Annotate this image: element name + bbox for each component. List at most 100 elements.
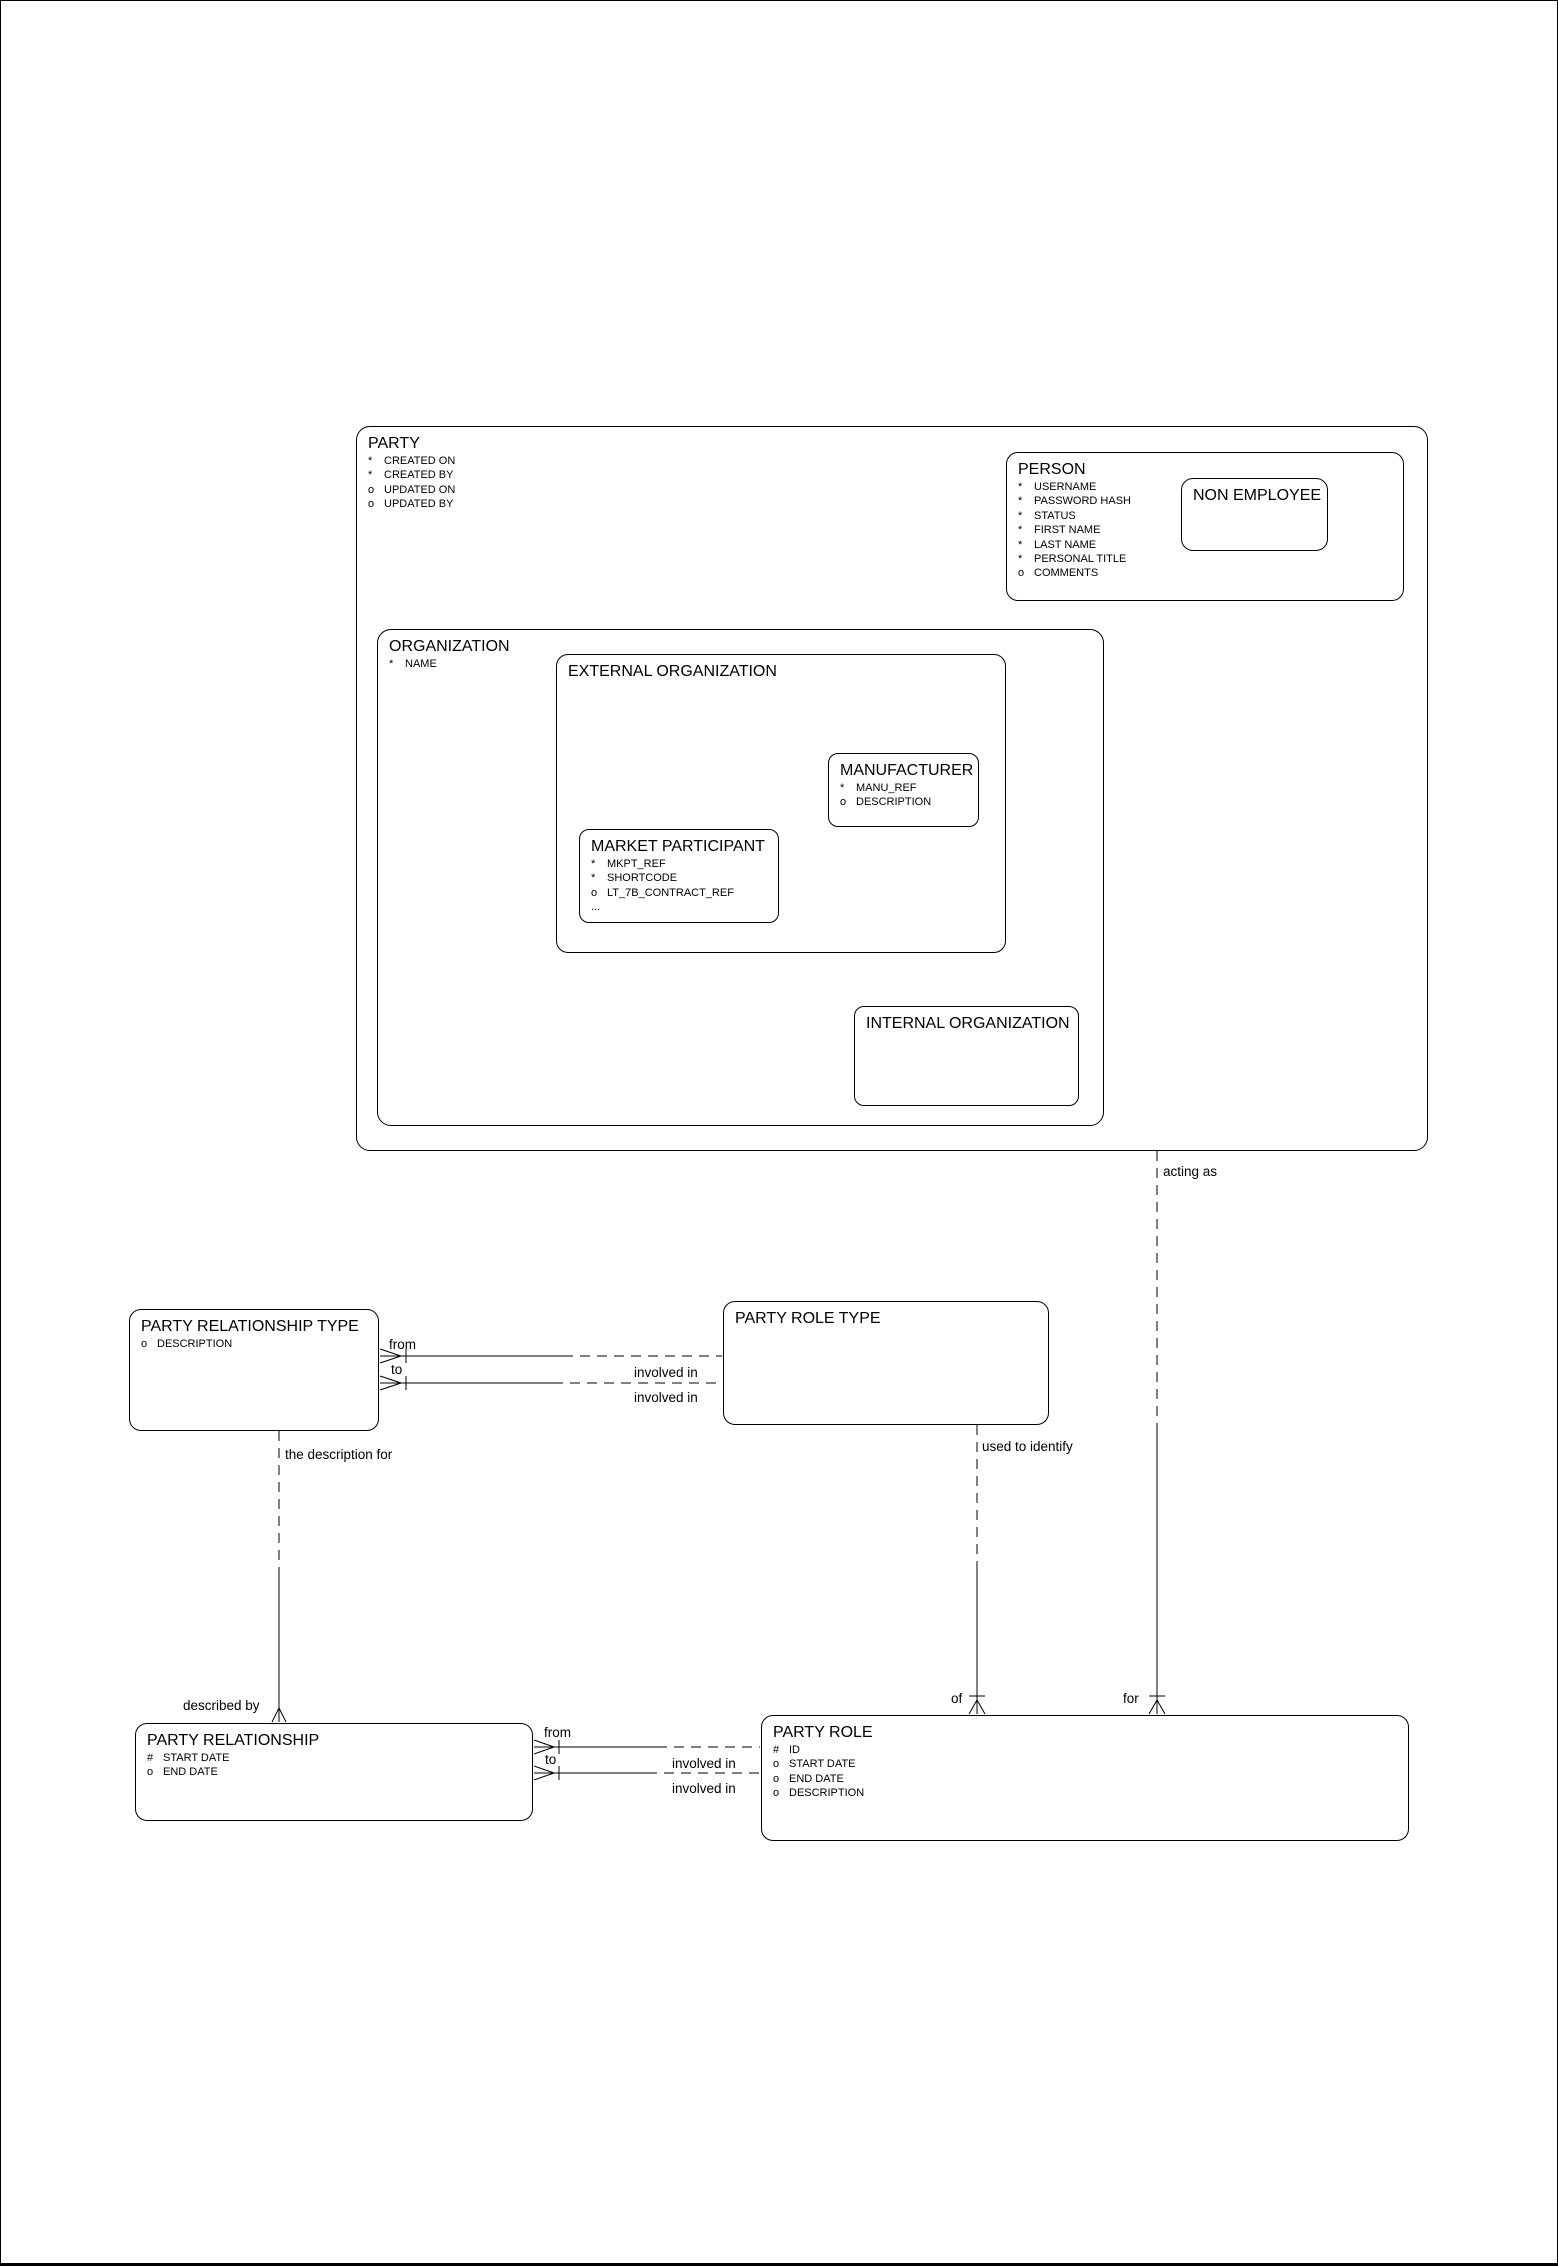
attribute-row: *CREATED BY	[368, 468, 1427, 482]
attribute-row: *FIRST NAME	[1018, 523, 1403, 537]
attribute-optionality: #	[773, 1744, 780, 1756]
attribute-optionality: *	[591, 858, 596, 870]
attribute-name: START DATE	[163, 1752, 230, 1764]
attribute-row: # ID	[773, 1743, 1408, 1757]
attribute-optionality: *	[389, 658, 394, 670]
attribute-row: o COMMENTS	[1018, 566, 1403, 580]
entity-title: NON EMPLOYEE	[1193, 487, 1322, 504]
attribute-row: *MANU_REF	[840, 781, 978, 795]
entity-party-role-type[interactable]: PARTY ROLE TYPE	[723, 1301, 1049, 1425]
attribute-name: MKPT_REF	[607, 858, 666, 870]
entity-external-organization[interactable]: EXTERNAL ORGANIZATION	[556, 654, 1006, 953]
attribute-name: UPDATED ON	[384, 483, 456, 496]
attribute-optionality: *	[1018, 509, 1023, 522]
relationship-label-acting-as: acting as	[1163, 1164, 1218, 1179]
entity-internal-organization[interactable]: INTERNAL ORGANIZATION	[854, 1006, 1079, 1106]
relationship-type-from[interactable]	[379, 1348, 722, 1364]
attribute-row: * PERSONAL TITLE	[1018, 552, 1403, 566]
attribute-row: * LAST NAME	[1018, 538, 1403, 552]
entity-non-employee[interactable]: NON EMPLOYEE	[1181, 478, 1328, 551]
relationship-acting-as[interactable]	[1148, 1151, 1166, 1715]
attribute-optionality: *	[591, 872, 596, 885]
entity-title: MARKET PARTICIPANT	[591, 838, 765, 855]
relationship-rel-from[interactable]	[533, 1739, 760, 1755]
attribute-row: * USERNAME	[1018, 480, 1403, 494]
attribute-row: * NAME	[389, 657, 1103, 671]
attribute-optionality: o	[773, 1772, 780, 1785]
attribute-name: CREATED ON	[384, 455, 456, 467]
attribute-optionality: *	[368, 455, 373, 467]
attribute-name: UPDATED BY	[384, 498, 454, 511]
attribute-name: START DATE	[789, 1758, 856, 1771]
attribute-optionality: *	[1018, 538, 1023, 551]
relationship-label-used-to-identify: used to identify	[982, 1439, 1073, 1454]
entity-title: INTERNAL ORGANIZATION	[866, 1015, 1070, 1032]
entity-title: PARTY RELATIONSHIP TYPE	[141, 1318, 359, 1335]
relationship-label-type-to: to	[391, 1362, 403, 1377]
entity-title: EXTERNAL ORGANIZATION	[568, 663, 777, 680]
relationship-label-described-by: described by	[183, 1698, 260, 1713]
entity-title: ORGANIZATION	[389, 638, 510, 655]
attribute-row: o UPDATED ON	[368, 483, 1427, 497]
attribute-row: * MKPT_REF	[591, 857, 778, 871]
attribute-optionality: o	[368, 483, 375, 496]
attribute-optionality: #	[147, 1752, 154, 1764]
attribute-name: NAME	[405, 658, 437, 670]
entity-title: MANUFACTURER	[840, 762, 974, 779]
relationship-description-for[interactable]	[271, 1431, 287, 1723]
entity-organization[interactable]: ORGANIZATION * NAME	[377, 629, 1104, 1126]
attribute-name: SHORTCODE	[607, 872, 678, 885]
entity-title: PARTY RELATIONSHIP	[147, 1732, 320, 1749]
entity-market-participant[interactable]: MARKET PARTICIPANT * MKPT_REF * SHORTCODE …	[579, 829, 779, 923]
attribute-list: *USERNAME *PASSWORD HASH *STATUS *FIRST …	[1007, 480, 1403, 581]
relationship-label-rel-from: from	[544, 1725, 571, 1740]
attribute-name: FIRST NAME	[1034, 524, 1101, 537]
attribute-optionality: *	[1018, 481, 1023, 493]
attribute-optionality: o	[368, 498, 375, 511]
attribute-name: STATUS	[1034, 509, 1076, 522]
relationship-label-rel-from-involved-in: involved in	[672, 1756, 736, 1771]
attribute-optionality: o	[1018, 567, 1025, 580]
attribute-name: PASSWORD HASH	[1034, 495, 1131, 508]
attribute-name: LAST NAME	[1034, 538, 1097, 551]
attribute-row: * PASSWORD HASH	[1018, 494, 1403, 508]
attribute-name: DESCRIPTION	[856, 796, 932, 809]
entity-person[interactable]: PERSON *USERNAME *PASSWORD HASH *STATUS …	[1006, 452, 1404, 601]
attribute-name: USERNAME	[1034, 481, 1097, 493]
entity-title: PARTY ROLE TYPE	[735, 1310, 881, 1327]
attribute-row: ...	[591, 900, 778, 914]
attribute-row: o DESCRIPTION	[840, 795, 978, 809]
attribute-optionality: o	[840, 796, 847, 809]
attribute-list: *MANU_REF o DESCRIPTION	[829, 781, 978, 810]
attribute-name: CREATED BY	[384, 469, 454, 482]
attribute-name: ID	[789, 1744, 800, 1756]
attribute-name: COMMENTS	[1034, 567, 1099, 580]
entity-manufacturer[interactable]: MANUFACTURER *MANU_REF o DESCRIPTION	[828, 753, 979, 827]
attribute-optionality: *	[1018, 495, 1023, 508]
attribute-row: o UPDATED BY	[368, 497, 1427, 511]
attribute-name: END DATE	[163, 1766, 218, 1779]
attribute-list: * NAME	[378, 657, 1103, 671]
attribute-optionality: *	[1018, 553, 1023, 566]
attribute-name: PERSONAL TITLE	[1034, 553, 1127, 566]
relationship-label-rel-to: to	[545, 1752, 557, 1767]
relationship-label-type-from-involved-in: involved in	[634, 1365, 698, 1380]
attribute-optionality: *	[840, 782, 845, 794]
attribute-row: # START DATE	[147, 1751, 532, 1765]
relationship-used-to-identify[interactable]	[968, 1425, 986, 1715]
